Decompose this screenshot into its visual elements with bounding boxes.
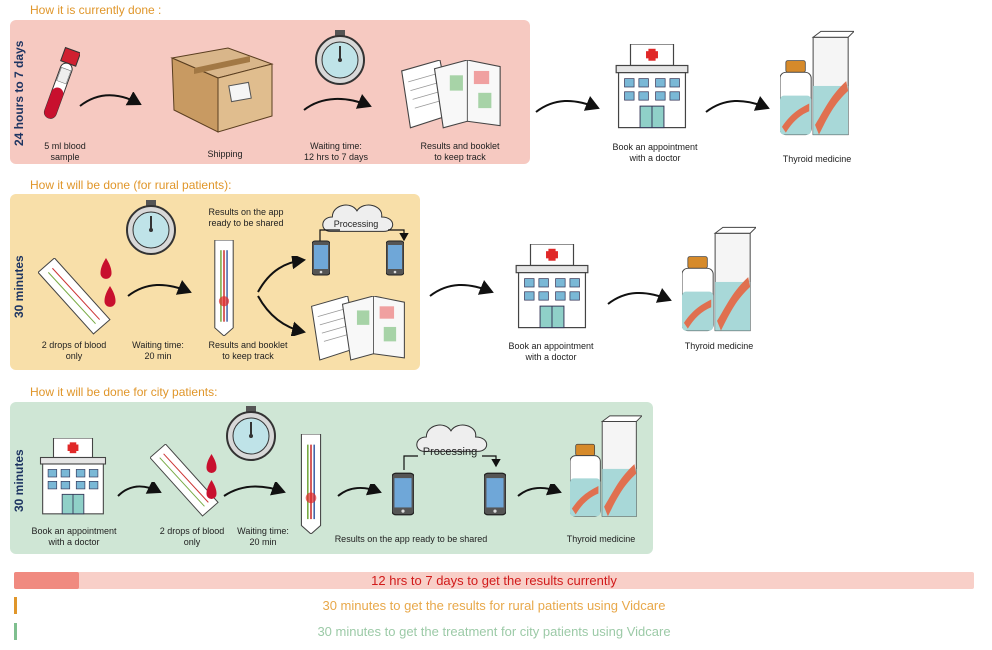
- rural-medicine-caption: Thyroid medicine: [684, 341, 754, 351]
- city-panel: [10, 402, 653, 554]
- rural-time-text: 30 minutes to get the results for rural …: [322, 598, 666, 613]
- rural-section-title: How it will be done (for rural patients)…: [30, 178, 232, 192]
- blood-drop-icon: [100, 258, 112, 279]
- hospital-icon: [39, 438, 107, 515]
- arrow-icon: [429, 280, 494, 297]
- arrow-icon: [705, 96, 770, 113]
- arrow-icon: [517, 484, 562, 497]
- phone-icon: [312, 240, 330, 276]
- current-time-text: 12 hrs to 7 days to get the results curr…: [371, 573, 617, 588]
- stopwatch-icon: [126, 200, 176, 255]
- test-strip-icon: [214, 240, 234, 336]
- medicine-icon: [682, 226, 756, 332]
- city-app-results-caption: Results on the app ready to be shared: [334, 534, 488, 544]
- current-section-title: How it is currently done :: [30, 3, 162, 17]
- blood-drop-icon: [206, 454, 217, 473]
- city-doctor-caption: Book an appointment with a doctor: [31, 526, 117, 547]
- rural-booklet-caption: Results and booklet to keep track: [208, 340, 288, 361]
- city-duration-label: 30 minutes: [12, 449, 26, 512]
- city-time-text: 30 minutes to get the treatment for city…: [317, 624, 671, 639]
- booklet-icon: [401, 60, 501, 129]
- stopwatch-icon: [226, 406, 276, 461]
- current-results-caption: Results and booklet to keep track: [420, 141, 500, 162]
- city-waiting-caption: Waiting time: 20 min: [237, 526, 289, 547]
- current-time-bar-fill: [14, 572, 79, 589]
- rural-drops-caption: 2 drops of blood only: [41, 340, 107, 361]
- rural-processing-label: Processing: [333, 219, 379, 229]
- arrow-icon: [117, 482, 162, 497]
- rural-time-bar-fill: [14, 597, 17, 614]
- arrow-icon: [257, 295, 306, 336]
- arrow-icon: [607, 288, 672, 305]
- arrow-icon: [79, 92, 142, 107]
- city-processing-label: Processing: [422, 446, 478, 458]
- rural-waiting-caption: Waiting time: 20 min: [132, 340, 184, 361]
- city-medicine-caption: Thyroid medicine: [566, 534, 636, 544]
- hospital-icon: [515, 244, 589, 329]
- city-time-bar-track: 30 minutes to get the treatment for city…: [14, 623, 974, 640]
- current-waiting-caption: Waiting time: 12 hrs to 7 days: [303, 141, 369, 162]
- rural-doctor-caption: Book an appointment with a doctor: [508, 341, 594, 362]
- blood-tube-icon: [43, 46, 80, 119]
- current-time-bar-track: 12 hrs to 7 days to get the results curr…: [14, 572, 974, 589]
- current-blood-caption: 5 ml blood sample: [44, 141, 86, 162]
- city-section-title: How it will be done for city patients:: [30, 385, 218, 399]
- rural-time-bar-track: 30 minutes to get the results for rural …: [14, 597, 974, 614]
- blood-drop-icon: [104, 286, 116, 307]
- phone-icon: [392, 472, 414, 516]
- phone-icon: [386, 240, 404, 276]
- arrow-icon: [127, 280, 192, 297]
- arrow-icon: [319, 229, 409, 242]
- arrow-icon: [257, 256, 306, 293]
- current-doctor-caption: Book an appointment with a doctor: [612, 142, 698, 163]
- arrow-icon: [403, 455, 501, 470]
- stopwatch-icon: [315, 30, 365, 85]
- booklet-icon: [311, 296, 405, 361]
- arrow-icon: [535, 96, 600, 113]
- rural-duration-label: 30 minutes: [12, 255, 26, 318]
- hospital-icon: [615, 44, 689, 129]
- phone-icon: [484, 472, 506, 516]
- blood-drop-icon: [206, 480, 217, 499]
- city-time-bar-fill: [14, 623, 17, 640]
- arrow-icon: [303, 94, 372, 111]
- medicine-icon: [570, 415, 642, 517]
- arrow-icon: [337, 484, 382, 497]
- box-icon: [170, 47, 274, 133]
- arrow-icon: [223, 482, 286, 497]
- current-medicine-caption: Thyroid medicine: [782, 154, 852, 164]
- current-duration-label: 24 hours to 7 days: [12, 40, 26, 146]
- test-strip-icon: [300, 434, 322, 534]
- current-shipping-caption: Shipping: [207, 149, 243, 159]
- city-drops-caption: 2 drops of blood only: [159, 526, 225, 547]
- rural-app-results-caption: Results on the app ready to be shared: [208, 207, 284, 228]
- medicine-icon: [780, 30, 854, 136]
